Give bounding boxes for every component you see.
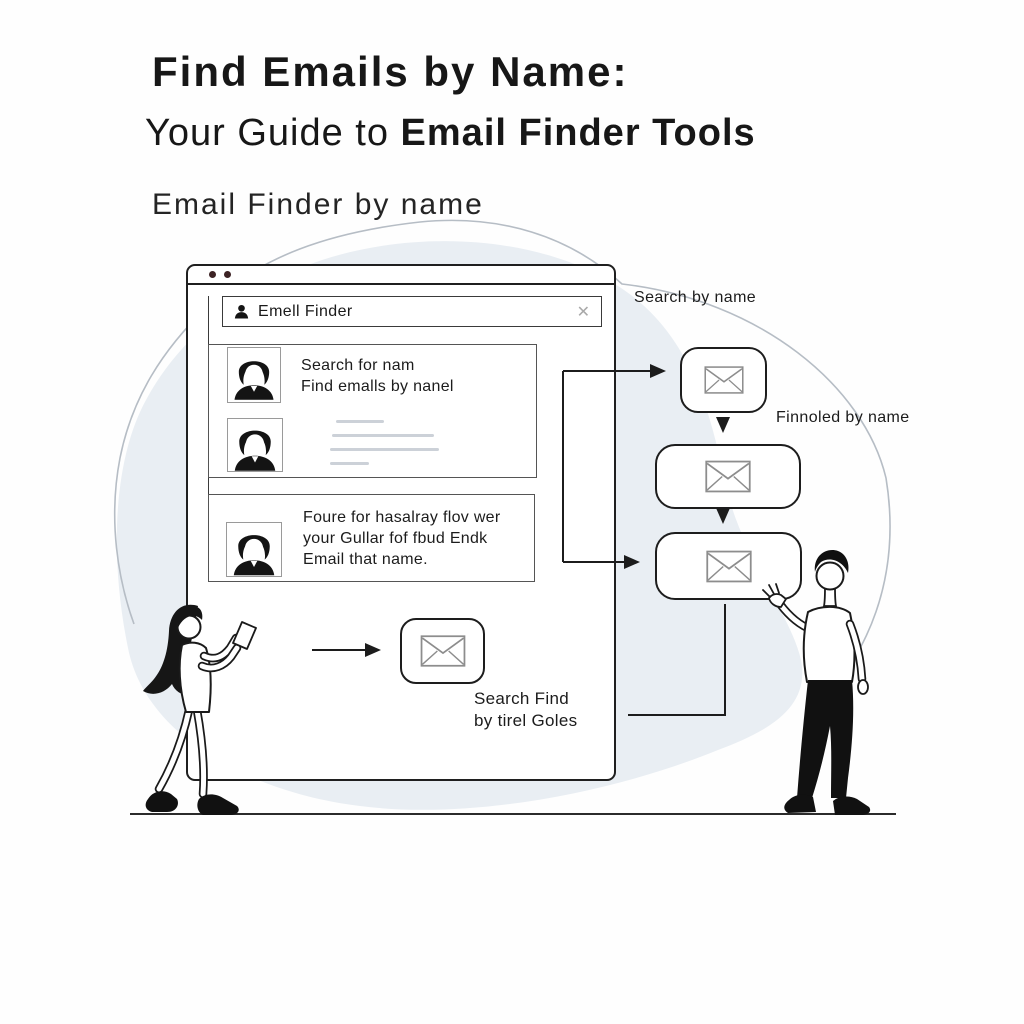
close-icon[interactable]: ✕	[576, 303, 590, 321]
avatar	[226, 522, 282, 577]
email-action-button[interactable]	[400, 618, 485, 684]
flow-node-email-2	[655, 444, 801, 509]
window-dot	[209, 271, 216, 278]
envelope-icon	[705, 460, 751, 493]
result-text: Search for nam Find emalls by nanel	[301, 357, 454, 395]
placeholder-line	[330, 462, 369, 465]
avatar	[227, 347, 281, 403]
list-item[interactable]: Foure for hasalray flov wer your Gullar …	[208, 494, 535, 582]
placeholder-line	[330, 448, 439, 451]
flow-node-email-3	[655, 532, 802, 600]
window-titlebar	[188, 266, 614, 285]
browser-window: Emell Finder ✕ Search for nam Find emall…	[186, 264, 616, 781]
window-dot	[224, 271, 231, 278]
flow-label-search-by-name: Search by name	[634, 289, 757, 306]
envelope-icon	[706, 550, 752, 583]
result-text: Foure for hasalray flov wer your Gullar …	[303, 509, 501, 568]
envelope-icon	[420, 635, 466, 667]
page-subtitle: Your Guide to Email Finder Tools	[145, 112, 756, 155]
placeholder-line	[332, 434, 434, 437]
action-caption: Search Find by tirel Goles	[474, 689, 578, 730]
search-value: Emell Finder	[258, 302, 353, 320]
flow-label-finnoled-by-name: Finnoled by name	[776, 409, 910, 426]
avatar	[227, 418, 283, 472]
envelope-icon	[704, 366, 744, 394]
tagline: Email Finder by name	[152, 188, 484, 221]
placeholder-line	[336, 420, 384, 423]
page-title: Find Emails by Name:	[152, 48, 629, 95]
subtitle-regular-text: Your Guide to	[145, 112, 401, 154]
subtitle-bold-text: Email Finder Tools	[400, 112, 756, 154]
search-input[interactable]: Emell Finder ✕	[222, 296, 602, 327]
blob-outline-curve	[113, 219, 891, 709]
results-list: Search for nam Find emalls by nanel	[208, 344, 537, 478]
flow-node-email-1	[680, 347, 767, 413]
person-icon	[234, 304, 249, 319]
